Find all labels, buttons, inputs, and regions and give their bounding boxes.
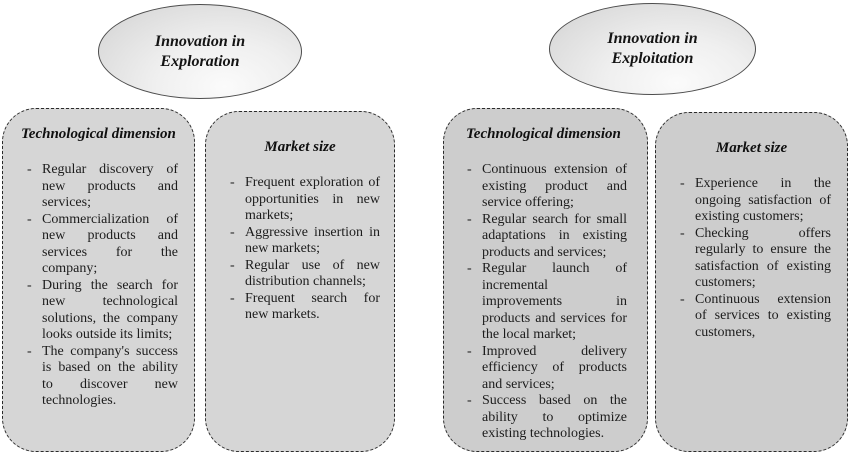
dash-marker: - [467, 261, 472, 276]
dash-marker: - [467, 162, 472, 177]
ellipse-innovation-exploitation: Innovation in Exploitation [549, 3, 756, 95]
bullet-list: -Regular discovery of new products and s… [3, 162, 194, 410]
list-item: -Frequent search for new markets. [230, 291, 380, 324]
list-item: -Checking offers regularly to ensure the… [680, 226, 831, 292]
dash-marker: - [27, 277, 32, 293]
dash-marker: - [230, 224, 235, 240]
dash-marker: - [680, 225, 685, 241]
list-item: -Regular use of new distribution channel… [230, 258, 380, 291]
list-item: -Commercialization of new products and s… [27, 212, 178, 278]
dash-marker: - [27, 211, 32, 227]
dash-marker: - [467, 343, 472, 359]
list-item-text: Frequent exploration of opportunities in… [245, 175, 380, 223]
dash-marker: - [467, 393, 472, 408]
list-item-text: The company's success is based on the ab… [42, 343, 178, 409]
dash-marker: - [680, 291, 685, 307]
list-item-text: Continuous extension of services to exis… [695, 291, 831, 340]
list-item: -The company's success is based on the a… [27, 344, 178, 410]
dash-marker: - [680, 176, 685, 191]
panel-title: Technological dimension [21, 126, 176, 142]
list-item: -Regular launch of incremental improveme… [467, 261, 627, 344]
list-item-text: During the search for new technological … [42, 277, 178, 343]
ellipse-exploration-line1: Innovation in [154, 32, 246, 50]
list-item: -Frequent exploration of opportunities i… [230, 175, 380, 225]
list-item-text: Aggressive insertion in new markets; [245, 224, 380, 257]
list-item: -Regular search for small adaptations in… [467, 212, 627, 262]
list-item-text: Frequent search for new markets. [245, 290, 380, 323]
dash-marker: - [230, 257, 235, 273]
ellipse-exploitation-label: Innovation in Exploitation [607, 29, 697, 69]
ellipse-innovation-exploration: Innovation in Exploration [98, 4, 302, 99]
bullet-list: -Frequent exploration of opportunities i… [206, 175, 394, 324]
bullet-list: -Experience in the ongoing satisfaction … [656, 176, 847, 341]
list-item: -Regular discovery of new products and s… [27, 162, 178, 212]
list-item: -During the search for new technological… [27, 278, 178, 344]
list-item: -Improved delivery efficiency of product… [467, 344, 627, 394]
ellipse-exploration-line2: Exploration [160, 52, 240, 70]
ellipse-exploitation-line1: Innovation in [607, 30, 698, 47]
panel-title: Market size [264, 139, 336, 155]
list-item-text: Improved delivery efficiency of products… [482, 343, 627, 392]
panel-exploration-technological-dimension: Technological dimension -Regular discove… [2, 108, 195, 452]
list-item-text: Regular launch of incremental improvemen… [482, 261, 627, 342]
list-item-text: Regular discovery of new products and se… [42, 162, 178, 210]
bullet-list: -Continuous extension of existing produc… [444, 162, 647, 443]
list-item: -Success based on the ability to optimiz… [467, 393, 627, 443]
dash-marker: - [27, 343, 32, 359]
list-item-text: Regular search for small adaptations in … [482, 211, 627, 260]
list-item-text: Checking offers regularly to ensure the … [695, 225, 831, 291]
list-item-text: Commercialization of new products and se… [42, 211, 178, 277]
dash-marker: - [230, 175, 235, 190]
dash-marker: - [230, 290, 235, 306]
dash-marker: - [27, 162, 32, 177]
list-item-text: Continuous extension of existing product… [482, 162, 627, 210]
ellipse-exploration-label: Innovation in Exploration [155, 32, 245, 72]
dash-marker: - [467, 211, 472, 227]
list-item-text: Experience in the ongoing satisfaction o… [695, 176, 831, 224]
list-item: -Aggressive insertion in new markets; [230, 225, 380, 258]
panel-exploitation-technological-dimension: Technological dimension -Continuous exte… [443, 108, 648, 452]
list-item-text: Success based on the ability to optimize… [482, 393, 627, 441]
ellipse-exploitation-line2: Exploitation [611, 50, 694, 67]
panel-title: Technological dimension [466, 126, 621, 142]
panel-exploitation-market-size: Market size -Experience in the ongoing s… [655, 112, 848, 452]
panel-title: Market size [715, 140, 788, 156]
list-item: -Continuous extension of existing produc… [467, 162, 627, 212]
list-item-text: Regular use of new distribution channels… [245, 257, 380, 290]
panel-exploration-market-size: Market size -Frequent exploration of opp… [205, 111, 395, 452]
list-item: -Experience in the ongoing satisfaction … [680, 176, 831, 226]
list-item: -Continuous extension of services to exi… [680, 292, 831, 342]
